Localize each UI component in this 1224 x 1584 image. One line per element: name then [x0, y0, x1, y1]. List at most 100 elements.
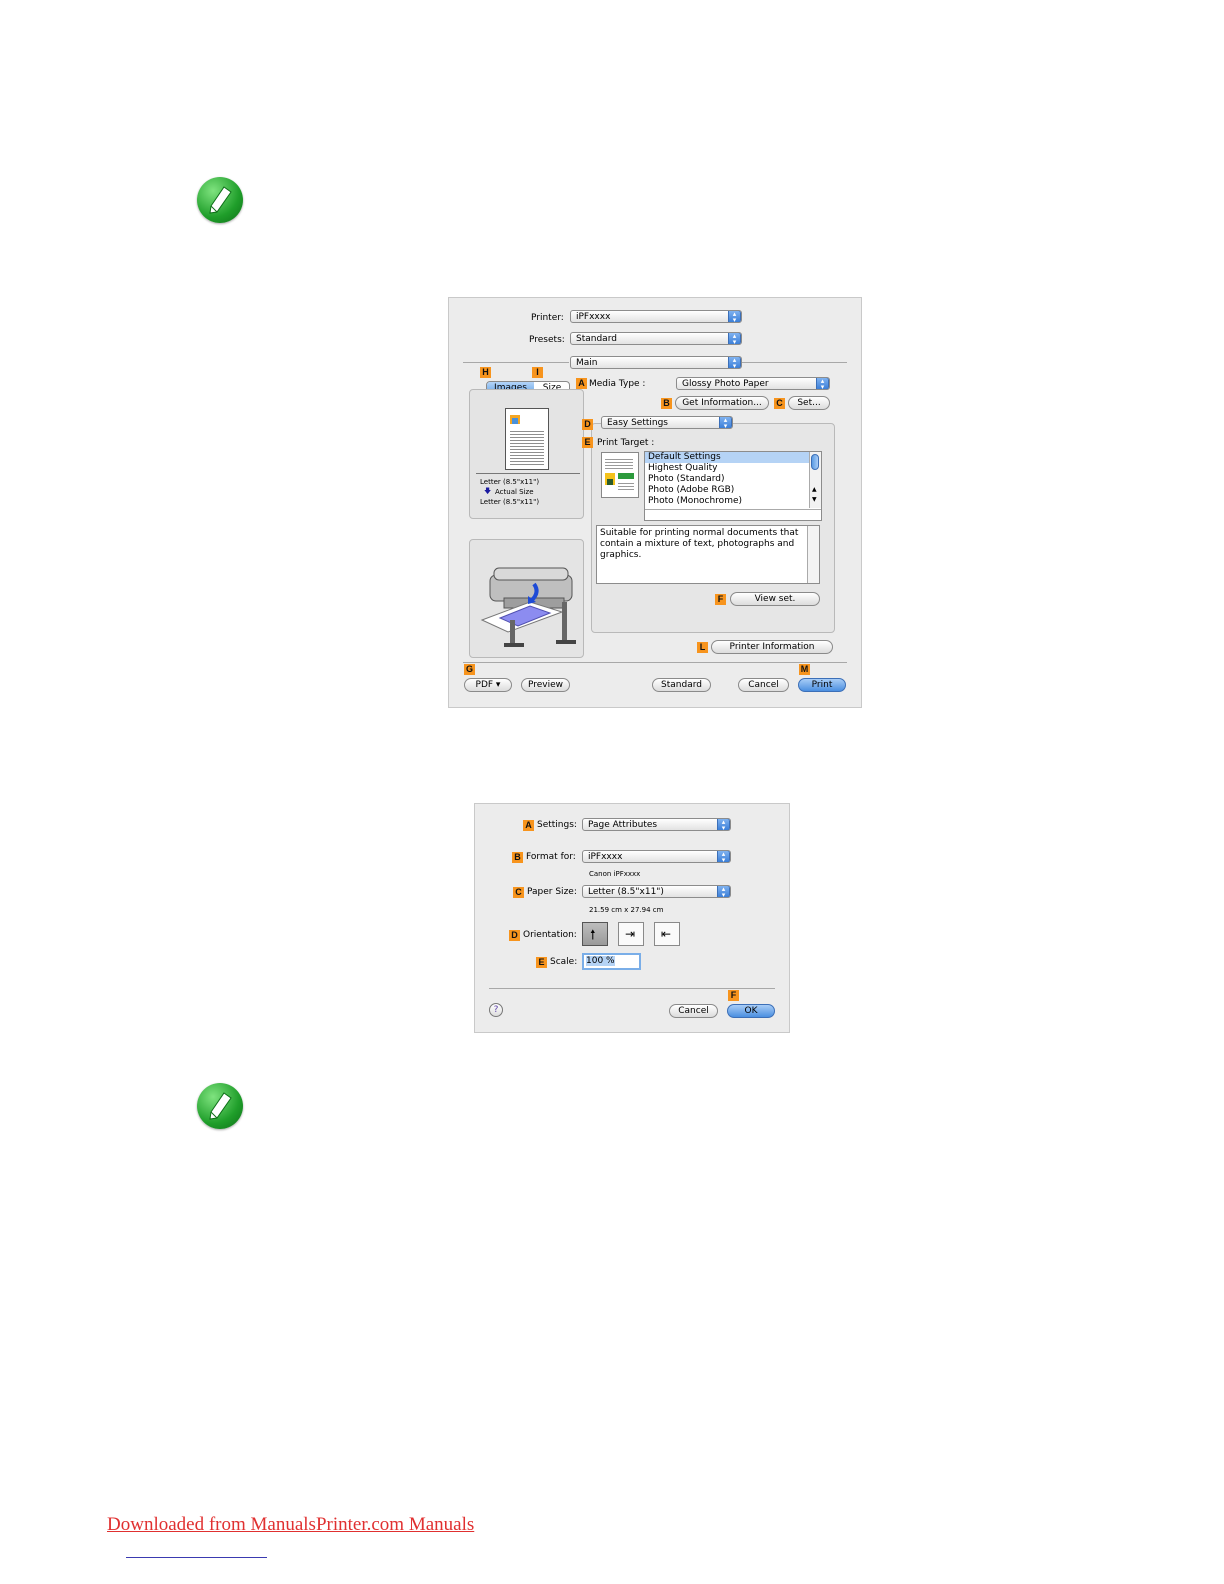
popup-arrows-icon: ▴▾: [728, 333, 741, 344]
badge-h: H: [480, 367, 491, 378]
description-box: Suitable for printing normal documents t…: [596, 525, 820, 584]
ok-button[interactable]: OK: [727, 1004, 775, 1018]
list-scrollbar[interactable]: ▲ ▼: [809, 452, 821, 508]
presets-label: Presets:: [529, 335, 565, 345]
badge-f: F: [715, 594, 726, 605]
popup-arrows-icon: ▴▾: [717, 819, 730, 830]
note-pencil-icon: [197, 177, 243, 223]
badge-b: B: [512, 852, 523, 863]
list-item[interactable]: Photo (Adobe RGB): [648, 485, 735, 495]
scroll-down-icon[interactable]: ▼: [812, 496, 817, 503]
description-text: Suitable for printing normal documents t…: [600, 528, 799, 560]
help-icon[interactable]: ?: [489, 1003, 503, 1017]
panel-value: Main: [576, 358, 598, 368]
preview-graphic: [618, 473, 634, 479]
popup-arrows-icon: ▴▾: [719, 417, 732, 428]
printer-information-button[interactable]: Printer Information: [711, 640, 833, 654]
list-item[interactable]: Highest Quality: [648, 463, 718, 473]
landscape-left-glyph: ⇥: [625, 927, 636, 941]
cancel-button[interactable]: Cancel: [669, 1004, 718, 1018]
preview-paper-to: Letter (8.5"x11"): [480, 498, 540, 506]
preview-photo: [607, 479, 613, 485]
presets-value: Standard: [576, 334, 617, 344]
separator: [476, 473, 580, 474]
settings-value: Page Attributes: [588, 820, 658, 830]
view-set-button[interactable]: View set.: [730, 592, 820, 606]
badge-g: G: [464, 664, 475, 675]
format-for-popup[interactable]: iPFxxxx ▴▾: [582, 850, 731, 863]
list-item[interactable]: Photo (Monochrome): [648, 496, 743, 506]
scale-label: Scale:: [550, 957, 578, 967]
badge-a: A: [576, 378, 587, 389]
orientation-label: Orientation:: [523, 930, 577, 940]
popup-arrows-icon: ▴▾: [816, 378, 829, 389]
standard-button[interactable]: Standard: [652, 678, 711, 692]
badge-e: E: [536, 957, 547, 968]
badge-b: B: [661, 398, 672, 409]
thumbnail-text-lines: [510, 429, 544, 465]
separator: [463, 662, 847, 663]
paper-size-sub: 21.59 cm x 27.94 cm: [589, 906, 664, 914]
download-source-link[interactable]: Downloaded from ManualsPrinter.com Manua…: [107, 1514, 475, 1535]
scroll-up-icon[interactable]: ▲: [812, 486, 817, 493]
page-preview-panel: Letter (8.5"x11") 🡇 Actual Size Letter (…: [469, 389, 584, 519]
printer-illustration: [480, 567, 576, 647]
orientation-landscape-right-icon[interactable]: ⇤: [654, 922, 680, 946]
format-for-sub: Canon iPFxxxx: [589, 870, 641, 878]
format-for-label: Format for:: [526, 852, 576, 862]
scale-input[interactable]: 100 %: [582, 953, 641, 970]
separator: [742, 362, 847, 363]
media-type-popup[interactable]: Glossy Photo Paper ▴▾: [676, 377, 830, 390]
preview-text-lines: [605, 457, 633, 469]
settings-label: Settings:: [537, 820, 577, 830]
badge-e: E: [582, 437, 593, 448]
print-button[interactable]: Print: [798, 678, 846, 692]
scroll-thumb[interactable]: [811, 454, 819, 470]
print-target-label: Print Target :: [597, 438, 655, 448]
scale-value: 100 %: [586, 956, 615, 966]
printer-popup[interactable]: iPFxxxx ▴▾: [570, 310, 742, 323]
print-target-list[interactable]: Default Settings Highest Quality Photo (…: [644, 451, 822, 521]
footer-rule: [126, 1557, 267, 1558]
orientation-landscape-left-icon[interactable]: ⇥: [618, 922, 644, 946]
list-item[interactable]: Default Settings: [645, 452, 821, 463]
page-thumbnail: [505, 408, 549, 470]
list-item[interactable]: Photo (Standard): [648, 474, 725, 484]
portrait-glyph: 🠕: [590, 928, 596, 943]
media-type-label: Media Type :: [589, 379, 646, 389]
pdf-button[interactable]: PDF ▾: [464, 678, 512, 692]
popup-arrows-icon: ▴▾: [728, 311, 741, 322]
print-target-preview-icon: [601, 452, 639, 498]
badge-l: L: [697, 642, 708, 653]
down-arrow-icon: 🡇: [484, 487, 492, 495]
separator: [489, 988, 775, 989]
page-setup-dialog: A Settings: Page Attributes ▴▾ B Format …: [474, 803, 790, 1033]
thumbnail-image: [512, 418, 518, 424]
separator: [463, 362, 569, 363]
mode-popup[interactable]: Easy Settings ▴▾: [601, 416, 733, 429]
description-scrollbar[interactable]: [807, 526, 819, 583]
landscape-right-glyph: ⇤: [661, 927, 672, 941]
badge-c: C: [513, 887, 524, 898]
preview-actual-size: Actual Size: [495, 488, 534, 496]
set-button[interactable]: Set...: [788, 396, 830, 410]
paper-size-popup[interactable]: Letter (8.5"x11") ▴▾: [582, 885, 731, 898]
cancel-button[interactable]: Cancel: [738, 678, 789, 692]
badge-d: D: [582, 419, 593, 430]
badge-c: C: [774, 398, 785, 409]
settings-popup[interactable]: Page Attributes ▴▾: [582, 818, 731, 831]
preview-paper-from: Letter (8.5"x11"): [480, 478, 540, 486]
panel-popup[interactable]: Main ▴▾: [570, 356, 742, 369]
badge-f: F: [728, 990, 739, 1001]
presets-popup[interactable]: Standard ▴▾: [570, 332, 742, 345]
tab-size[interactable]: Size: [542, 383, 562, 393]
media-type-value: Glossy Photo Paper: [682, 379, 769, 389]
get-information-button[interactable]: Get Information...: [675, 396, 769, 410]
popup-arrows-icon: ▴▾: [717, 851, 730, 862]
preview-button[interactable]: Preview: [521, 678, 570, 692]
format-for-value: iPFxxxx: [588, 852, 623, 862]
orientation-portrait-icon[interactable]: 🠕: [582, 922, 608, 946]
popup-arrows-icon: ▴▾: [728, 357, 741, 368]
badge-i: I: [532, 367, 543, 378]
note-pencil-icon: [197, 1083, 243, 1129]
